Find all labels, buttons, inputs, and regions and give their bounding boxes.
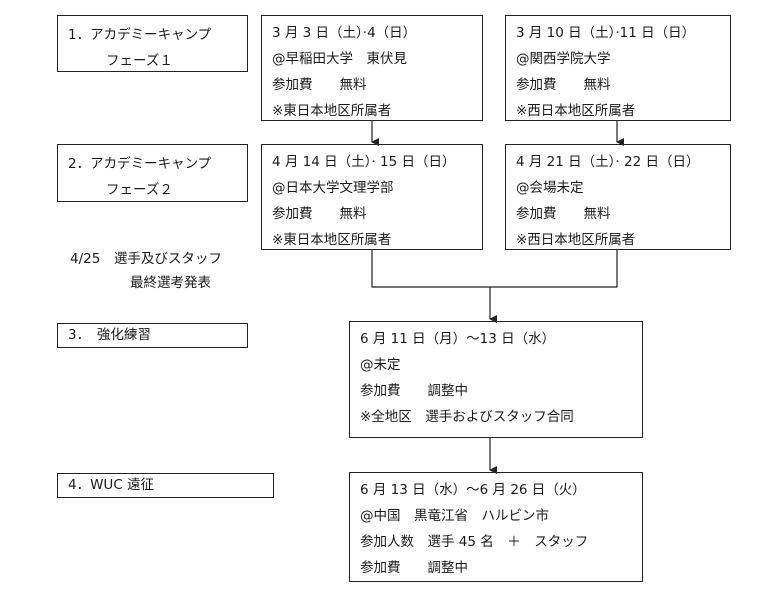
event-date: 4 月 21 日（土）· 22 日（日） (516, 154, 700, 170)
event-date: 3 月 3 日（土）·4（日） (272, 25, 417, 41)
event-date: 3 月 10 日（土）·11 日（日） (516, 25, 696, 41)
announcement-line2: 最終選考発表 (130, 275, 211, 291)
event-venue: @早稲田大学 東伏見 (272, 51, 407, 67)
announcement-line1: 4/25 選手及びスタッフ (70, 251, 222, 267)
event-note: ※東日本地区所属者 (272, 103, 392, 119)
stage-label-line2: フェーズ２ (106, 182, 173, 198)
merge-line-phase2 (371, 250, 618, 288)
event-date: 6 月 13 日（水）〜6 月 26 日（火） (360, 482, 586, 498)
event-box-phase1-east: 3 月 3 日（土）·4（日） @早稲田大学 東伏見 参加費 無料 ※東日本地区… (261, 15, 483, 121)
event-fee: 参加費 無料 (516, 77, 611, 93)
stage-label-academy-phase1: 1．アカデミーキャンプ フェーズ１ (57, 15, 248, 72)
event-venue: @関西学院大学 (516, 51, 611, 67)
event-box-training: 6 月 11 日（月）〜13 日（水） @未定 参加費 調整中 ※全地区 選手お… (349, 321, 643, 438)
event-note: ※東日本地区所属者 (272, 232, 392, 248)
stage-label-academy-phase2: 2．アカデミーキャンプ フェーズ２ (57, 144, 248, 202)
event-box-phase2-west: 4 月 21 日（土）· 22 日（日） @会場未定 参加費 無料 ※西日本地区… (505, 144, 731, 250)
event-venue: @会場未定 (516, 180, 584, 196)
event-fee: 参加費 無料 (272, 206, 367, 222)
event-note: ※西日本地区所属者 (516, 232, 636, 248)
stage-label-line1: 3． 強化練習 (68, 327, 151, 343)
event-venue: @日本大学文理学部 (272, 180, 394, 196)
event-fee: 参加費 調整中 (360, 560, 468, 576)
event-fee: 参加費 無料 (516, 206, 611, 222)
stage-label-line1: 1．アカデミーキャンプ (68, 27, 212, 43)
event-venue: @未定 (360, 357, 401, 373)
event-fee: 参加費 調整中 (360, 383, 468, 399)
stage-label-line2: フェーズ１ (106, 53, 173, 69)
event-participants: 参加人数 選手 45 名 ＋ スタッフ (360, 534, 589, 550)
event-date: 4 月 14 日（土）· 15 日（日） (272, 154, 456, 170)
stage-label-expedition: 4．WUC 遠征 (57, 473, 274, 498)
stage-label-line1: 4．WUC 遠征 (68, 477, 155, 493)
event-box-expedition: 6 月 13 日（水）〜6 月 26 日（火） @中国 黒竜江省 ハルビン市 参… (349, 472, 643, 582)
event-box-phase1-west: 3 月 10 日（土）·11 日（日） @関西学院大学 参加費 無料 ※西日本地… (505, 15, 731, 121)
event-note: ※全地区 選手およびスタッフ合同 (360, 409, 574, 425)
stage-label-line1: 2．アカデミーキャンプ (68, 156, 212, 172)
event-date: 6 月 11 日（月）〜13 日（水） (360, 331, 556, 347)
event-fee: 参加費 無料 (272, 77, 367, 93)
stage-label-training: 3． 強化練習 (57, 323, 248, 348)
event-note: ※西日本地区所属者 (516, 103, 636, 119)
event-venue: @中国 黒竜江省 ハルビン市 (360, 508, 549, 524)
event-box-phase2-east: 4 月 14 日（土）· 15 日（日） @日本大学文理学部 参加費 無料 ※東… (261, 144, 483, 250)
